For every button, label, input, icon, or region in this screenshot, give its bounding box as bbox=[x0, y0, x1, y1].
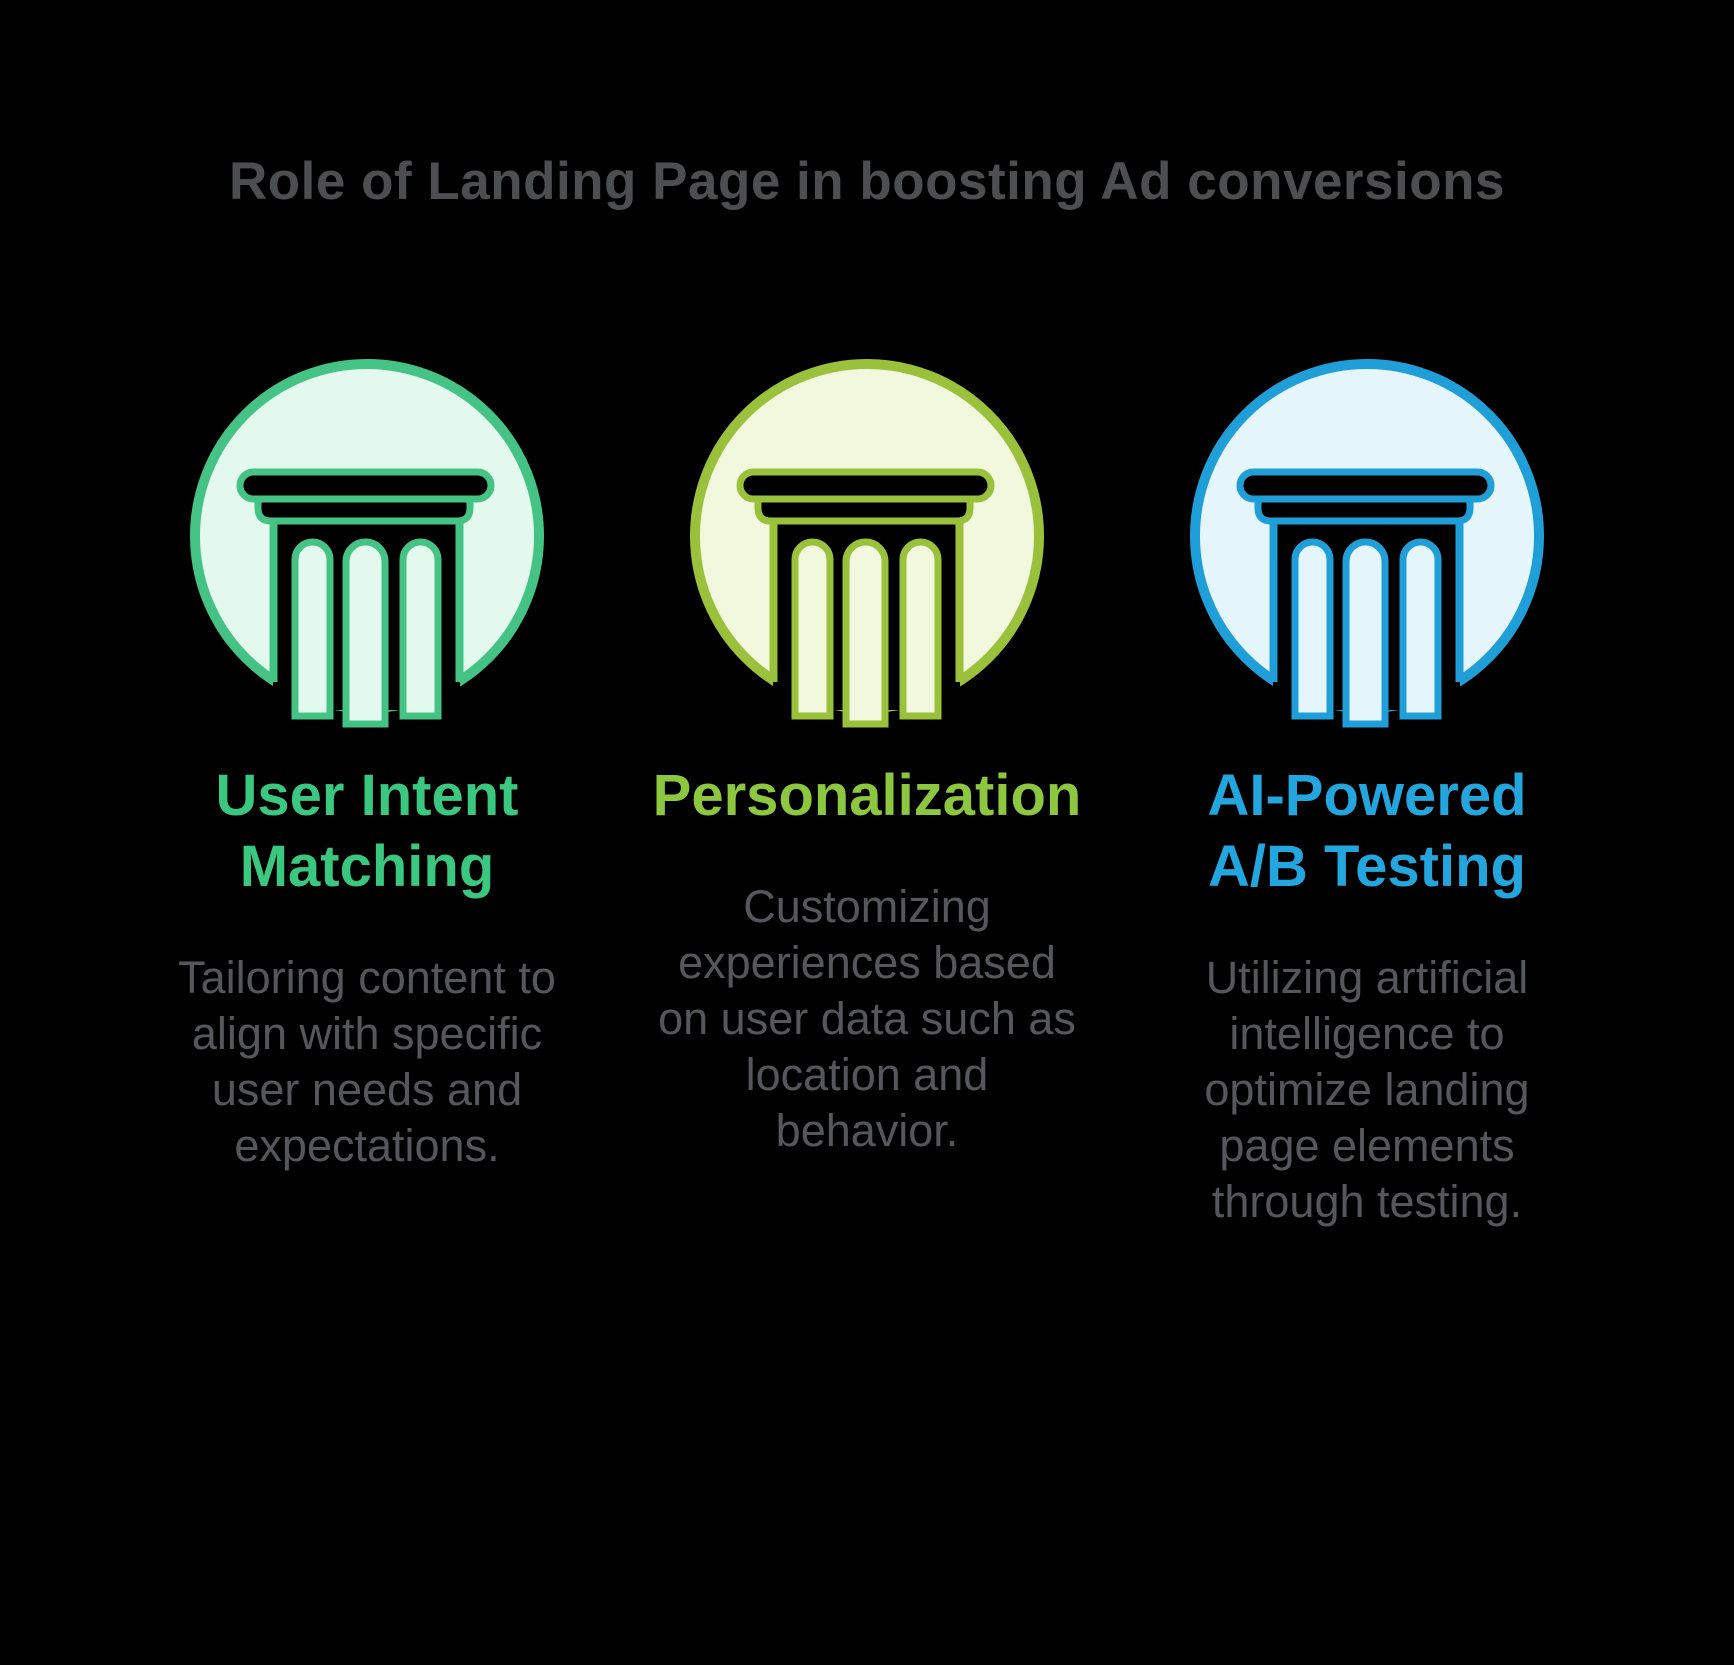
column-description: Customizing experiences based on user da… bbox=[658, 881, 1076, 1156]
columns-row: User Intent Matching Tailoring content t… bbox=[147, 358, 1587, 1230]
pillar-icon bbox=[687, 358, 1047, 730]
pillar-icon bbox=[1187, 358, 1547, 730]
pillar-icon bbox=[187, 358, 547, 730]
column-heading: User Intent Matching bbox=[215, 763, 519, 899]
column-description: Utilizing artificial intelligence to opt… bbox=[1204, 952, 1530, 1227]
column-user-intent-matching: User Intent Matching Tailoring content t… bbox=[147, 358, 587, 1230]
column-personalization: Personalization Customizing experiences … bbox=[647, 358, 1087, 1230]
column-ai-powered-ab-testing: AI-Powered A/B Testing Utilizing artific… bbox=[1147, 358, 1587, 1230]
column-heading: AI-Powered A/B Testing bbox=[1207, 763, 1527, 899]
infographic: Role of Landing Page in boosting Ad conv… bbox=[0, 147, 1734, 1665]
page-title: Role of Landing Page in boosting Ad conv… bbox=[229, 152, 1505, 211]
column-heading: Personalization bbox=[652, 763, 1082, 828]
column-description: Tailoring content to align with specific… bbox=[178, 952, 556, 1171]
